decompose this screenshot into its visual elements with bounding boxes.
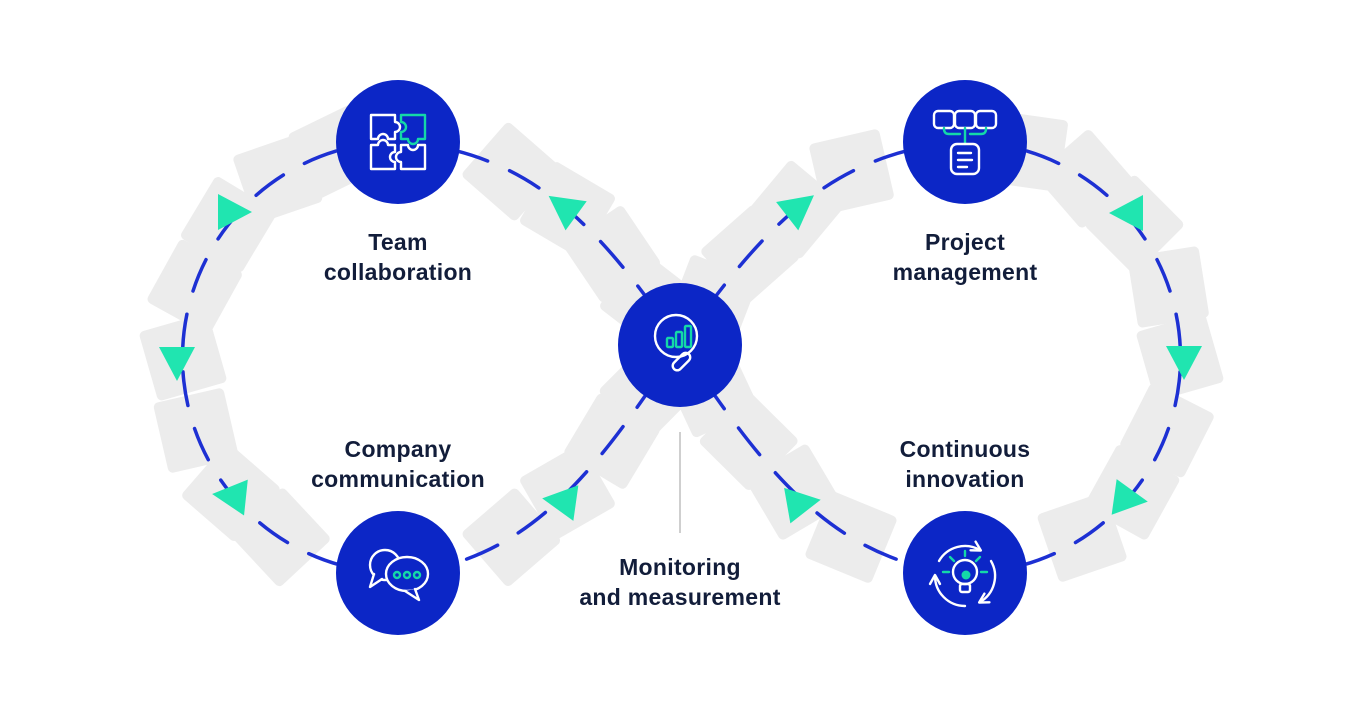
node-company-communication (336, 511, 460, 635)
flow-arrow (548, 195, 587, 231)
node-circle (618, 283, 742, 407)
org-chart-icon (932, 109, 998, 176)
flow-arrow (1166, 346, 1202, 380)
path-square (805, 491, 897, 583)
flow-arrow (1111, 479, 1148, 515)
node-circle (336, 80, 460, 204)
puzzle-icon (369, 113, 427, 171)
chat-bubbles-icon (368, 548, 430, 602)
node-continuous-innovation (903, 511, 1027, 635)
flow-arrow (159, 347, 195, 381)
flow-arrows-layer (159, 194, 1202, 524)
flow-arrow (1109, 195, 1143, 231)
magnifier-chart-icon (653, 313, 699, 372)
flow-arrow (218, 194, 252, 230)
path-square (462, 488, 561, 587)
lightbulb-cycle-icon (928, 540, 997, 608)
flow-arrow (212, 479, 248, 516)
flow-arrow (776, 195, 814, 231)
node-team-collaboration (336, 80, 460, 204)
node-monitoring-measurement (618, 283, 742, 407)
node-project-management (903, 80, 1027, 204)
flow-arrow (784, 487, 821, 524)
flow-arrow (542, 485, 579, 521)
